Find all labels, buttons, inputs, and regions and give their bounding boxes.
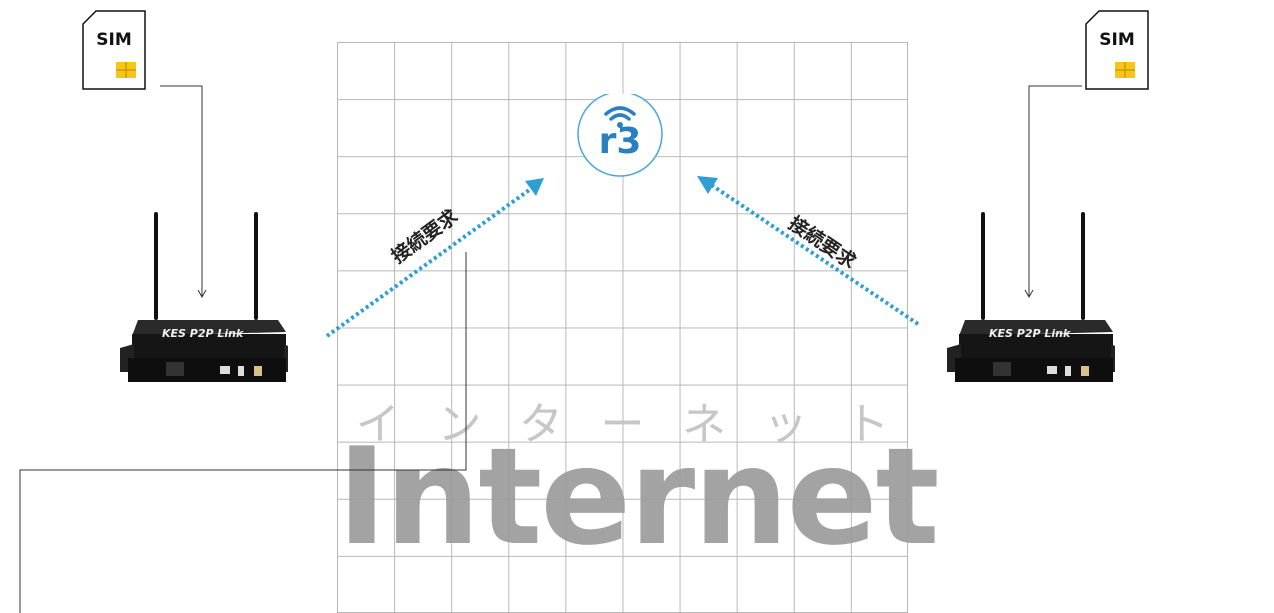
router-icon <box>120 212 288 382</box>
sim-label: SIM <box>1099 30 1135 50</box>
r3-logo-icon <box>577 91 663 177</box>
internet-char: イ <box>355 399 400 450</box>
sim-label: SIM <box>96 30 132 50</box>
arrow-left-head <box>525 178 544 196</box>
internet-char: タ <box>518 399 563 450</box>
internet-katakana: イ ン タ ー ネ ッ ト <box>337 388 908 452</box>
arrow-left-line <box>325 186 534 338</box>
router-icon <box>947 212 1115 382</box>
sim-left-line <box>160 85 203 296</box>
sim-card-icon <box>1085 10 1149 90</box>
r3-logo-text: r3 <box>598 121 642 162</box>
sim-card-left: SIM <box>82 10 146 90</box>
router-brand: KES P2P Link <box>162 327 244 340</box>
router-brand: KES P2P Link <box>989 327 1071 340</box>
arrow-right-line <box>708 182 920 326</box>
sim-right-line <box>1028 85 1082 296</box>
sim-card-icon <box>82 10 146 90</box>
router-right: KES P2P Link <box>945 210 1115 385</box>
sim-card-right: SIM <box>1085 10 1149 90</box>
internet-char: ー <box>600 399 645 450</box>
router-left: KES P2P Link <box>118 210 288 385</box>
internet-label: Internet <box>337 419 940 575</box>
internet-char: ッ <box>763 399 808 450</box>
r3-server-logo: r3 <box>576 91 666 180</box>
arrow-right-head <box>697 176 718 194</box>
internet-char: ン <box>437 399 482 450</box>
internet-char: ト <box>845 399 890 450</box>
callout-line <box>19 252 467 613</box>
internet-char: ネ <box>682 399 727 450</box>
